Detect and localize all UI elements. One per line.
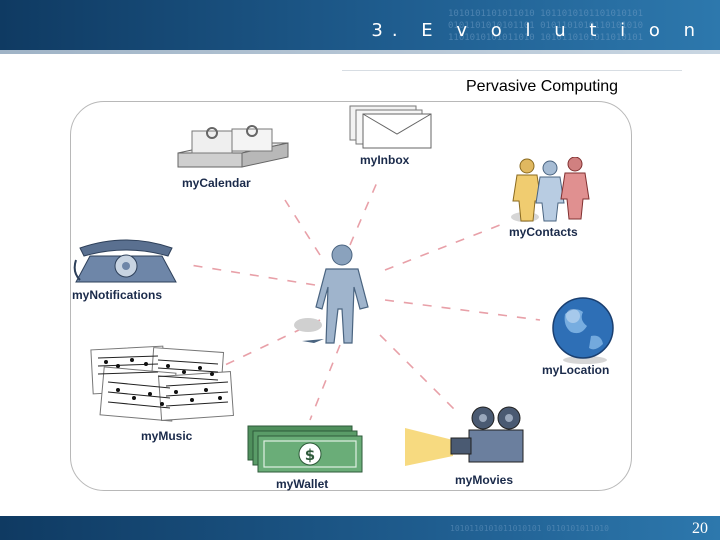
footer-binary-decoration: 1010110101011010101 0110101011010: [450, 524, 609, 533]
person-icon: [294, 244, 369, 344]
node-label-movies: myMovies: [455, 473, 514, 487]
node-label-notifications: myNotifications: [72, 288, 163, 302]
node-label-contacts: myContacts: [509, 225, 578, 239]
header-rule: [0, 50, 720, 54]
calendar-icon: [177, 125, 289, 168]
subtitle-divider: [342, 70, 682, 71]
node-label-location: myLocation: [542, 363, 610, 377]
node-label-music: myMusic: [141, 429, 193, 443]
node-label-calendar: myCalendar: [182, 176, 251, 190]
people-icon: [511, 157, 590, 222]
dollar-bills-icon: $: [247, 425, 363, 473]
globe-icon: [552, 297, 614, 364]
spoke-notifications: [189, 264, 316, 286]
spoke-inbox: [349, 179, 379, 246]
header-bar: [0, 0, 720, 50]
page-number: 20: [692, 520, 708, 537]
movie-projector-icon: [405, 406, 524, 466]
slide-title: 3. E v o l u t i o n: [371, 20, 704, 41]
spoke-movies: [379, 334, 456, 411]
node-label-wallet: myWallet: [276, 477, 329, 491]
spoke-contacts: [384, 224, 501, 271]
spoke-location: [384, 299, 541, 321]
telephone-icon: [73, 239, 177, 283]
sheet-music-icon: [90, 345, 234, 422]
node-label-inbox: myInbox: [360, 153, 410, 167]
slide-subtitle: Pervasive Computing: [466, 78, 619, 95]
footer-bar: [0, 516, 720, 540]
envelope-icon: [349, 105, 432, 149]
svg-text:$: $: [305, 446, 315, 464]
spoke-wallet: [309, 344, 341, 421]
